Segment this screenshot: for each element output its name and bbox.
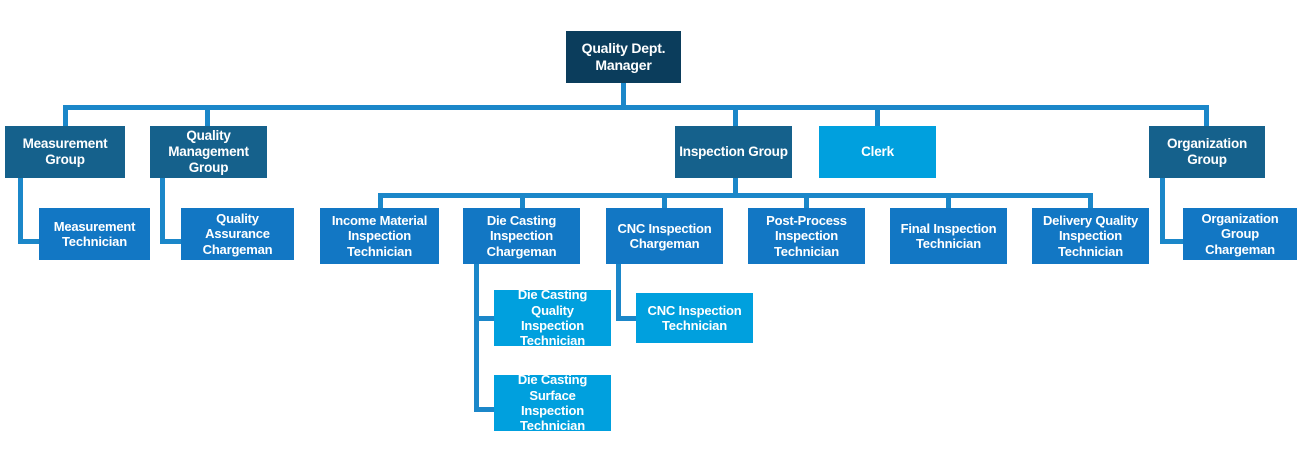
node-final-inspection-technician[interactable]: Final Inspection Technician <box>890 208 1007 264</box>
node-organization-group-chargeman[interactable]: Organization Group Chargeman <box>1183 208 1297 260</box>
node-delivery-quality-inspection-technician[interactable]: Delivery Quality Inspection Technician <box>1032 208 1149 264</box>
connector-die-casting-child2 <box>474 407 498 412</box>
connector-drop-income-material <box>378 193 383 208</box>
connector-drop-delivery-quality <box>1088 193 1093 208</box>
node-die-casting-inspection-chargeman[interactable]: Die Casting Inspection Chargeman <box>463 208 580 264</box>
node-income-material-inspection-technician[interactable]: Income Material Inspection Technician <box>320 208 439 264</box>
connector-drop-quality-management-group <box>205 105 210 127</box>
connector-drop-inspection-group <box>733 105 738 127</box>
connector-drop-final-inspection <box>946 193 951 208</box>
connector-drop-organization-group <box>1204 105 1209 127</box>
node-measurement-group[interactable]: Measurement Group <box>5 126 125 178</box>
connector-drop-cnc-chargeman <box>662 193 667 208</box>
connector-cnc-child <box>616 316 640 321</box>
node-quality-management-group[interactable]: Quality Management Group <box>150 126 267 178</box>
connector-measurement-elbow-v <box>18 178 23 244</box>
node-cnc-inspection-technician[interactable]: CNC Inspection Technician <box>636 293 753 343</box>
node-die-casting-surface-inspection-technician[interactable]: Die Casting Surface Inspection Technicia… <box>494 372 611 433</box>
node-organization-group[interactable]: Organization Group <box>1149 126 1265 178</box>
node-quality-dept-manager[interactable]: Quality Dept. Manager <box>566 31 681 83</box>
connector-measurement-elbow-h <box>18 239 42 244</box>
connector-level1-bus <box>63 105 1209 110</box>
node-inspection-group[interactable]: Inspection Group <box>675 126 792 178</box>
connector-quality-management-elbow-v <box>160 178 165 244</box>
node-die-casting-quality-inspection-technician[interactable]: Die Casting Quality Inspection Technicia… <box>494 287 611 348</box>
connector-cnc-trunk <box>616 264 621 316</box>
connector-die-casting-trunk <box>474 264 479 412</box>
connector-inspection-stem <box>733 178 738 196</box>
node-measurement-technician[interactable]: Measurement Technician <box>39 208 150 260</box>
node-clerk[interactable]: Clerk <box>819 126 936 178</box>
node-cnc-inspection-chargeman[interactable]: CNC Inspection Chargeman <box>606 208 723 264</box>
node-quality-assurance-chargeman[interactable]: Quality Assurance Chargeman <box>181 208 294 260</box>
connector-drop-measurement-group <box>63 105 68 127</box>
connector-organization-elbow-v <box>1160 178 1165 244</box>
connector-drop-die-casting-chargeman <box>520 193 525 208</box>
connector-organization-elbow-h <box>1160 239 1184 244</box>
connector-die-casting-child1 <box>474 316 498 321</box>
connector-drop-clerk <box>875 105 880 127</box>
connector-root-stem <box>621 83 626 107</box>
connector-inspection-bus <box>378 193 1092 198</box>
connector-quality-management-elbow-h <box>160 239 184 244</box>
node-post-process-inspection-technician[interactable]: Post-Process Inspection Technician <box>748 208 865 264</box>
connector-drop-post-process <box>804 193 809 208</box>
